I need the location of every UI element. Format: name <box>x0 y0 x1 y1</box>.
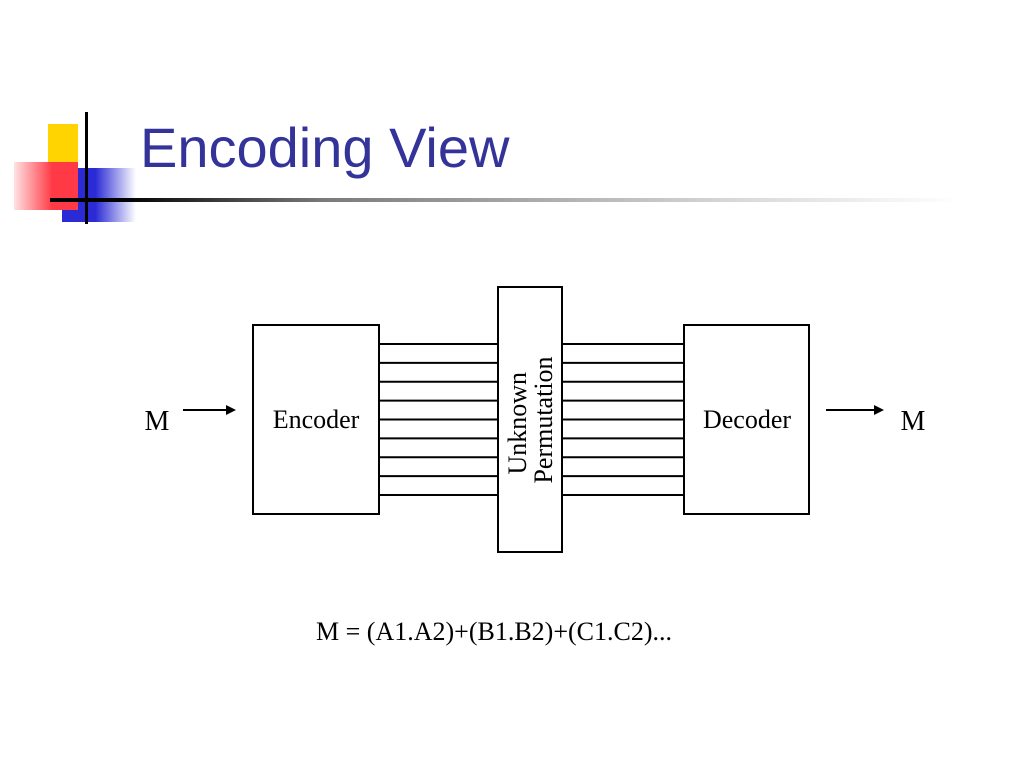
channel-lines <box>379 343 684 496</box>
permutation-label: Unknown Permutation <box>503 356 558 483</box>
permutation-label-line2: Permutation <box>529 356 558 483</box>
permutation-box <box>497 286 563 553</box>
decoder-box <box>683 324 810 515</box>
formula: M = (A1.A2)+(B1.B2)+(C1.C2)... <box>316 617 672 646</box>
decor-yellow-square <box>48 124 78 164</box>
decoder-label: Decoder <box>703 405 791 434</box>
input-label: M <box>145 406 170 437</box>
encoder-label: Encoder <box>273 405 360 434</box>
decor-red-square <box>14 162 78 210</box>
decor-vertical-line <box>85 112 88 224</box>
output-arrow <box>826 405 884 415</box>
slide-title: Encoding View <box>140 116 510 179</box>
title-underline <box>50 198 960 202</box>
output-label: M <box>901 406 926 437</box>
encoder-box <box>252 324 380 515</box>
input-arrow <box>183 405 236 415</box>
permutation-label-line1: Unknown <box>503 372 532 475</box>
